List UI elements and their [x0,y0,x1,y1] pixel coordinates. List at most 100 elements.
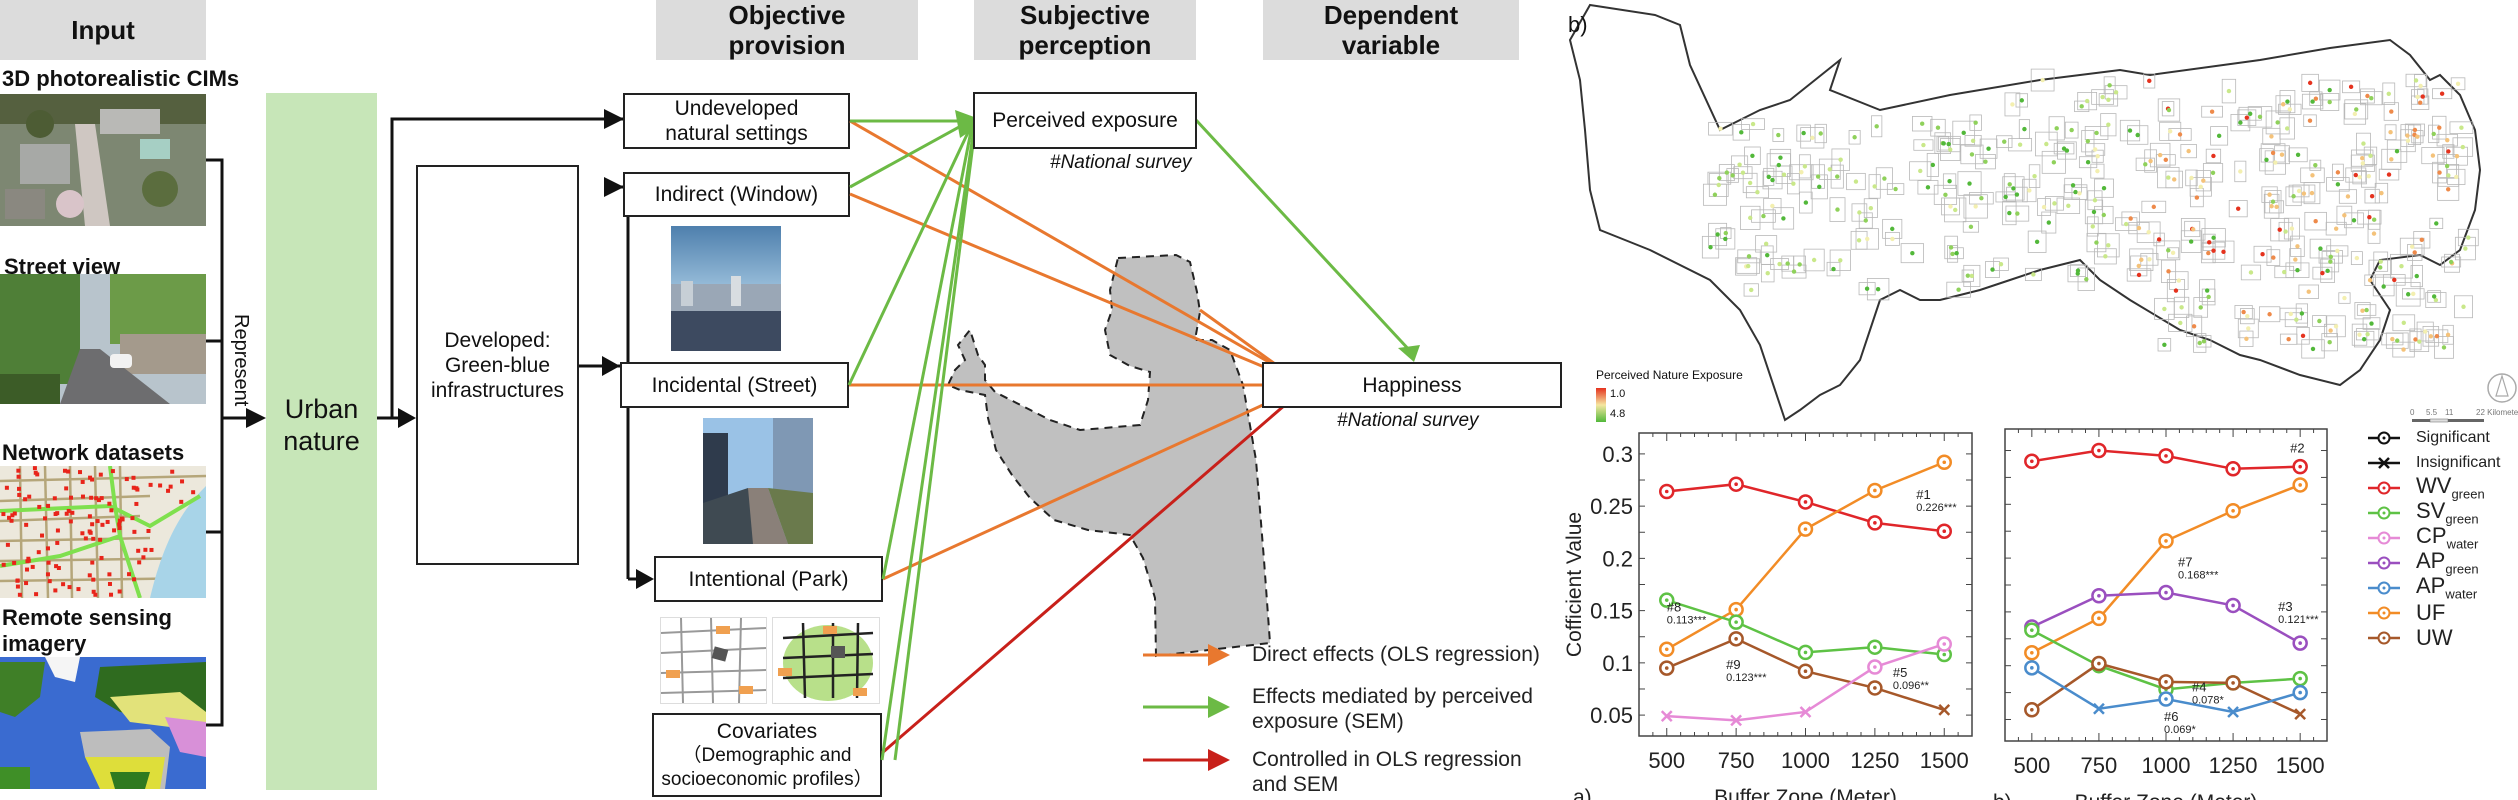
map-dot [1969,152,1975,157]
network-dot [67,585,72,590]
map-cell [1940,138,1961,161]
map-legend-high: 1.0 [1610,388,1626,400]
legend-controlled-label: Controlled in OLS regression and SEM [1252,748,1522,796]
map-dot [2162,342,2167,347]
map-cell [2262,127,2281,145]
significant-marker-icon [2368,531,2400,544]
map-cell [2264,190,2282,214]
map-cell [2239,330,2254,347]
map-cell [2288,184,2310,198]
network-dot [45,572,50,577]
header-objective: Objective provision [656,0,918,60]
map-cell [2096,233,2120,258]
map-cell [1708,121,1733,136]
map-dot [2463,246,2468,251]
map-dot [1835,207,1840,212]
map-cell [2354,330,2375,348]
map-dot [1801,130,1806,136]
map-dot [1973,204,1978,209]
map-dot [2113,90,2119,95]
map-cell [2077,267,2095,291]
map-dot [2287,107,2293,112]
map-dot [2309,190,2315,196]
network-dot [15,578,20,583]
map-dot [2136,225,2142,231]
map-dot [2280,102,2286,107]
map-cell [2356,304,2377,316]
map-cell [2301,73,2319,92]
map-dot [2401,320,2406,325]
data-point-insignificant [1938,703,1951,716]
map-dot [1723,230,1728,236]
map-dot [2318,246,2323,251]
map-dot [2405,133,2410,138]
map-dot [2211,248,2216,253]
map-cell [1996,135,2013,149]
map-dot [1802,164,1808,169]
map-cell [2296,327,2310,345]
map-cell [1851,203,1868,222]
person-silhouette [946,253,1272,658]
map-dot [1954,251,1959,256]
map-dot [2094,240,2099,245]
urban-nature-label: Urban nature [283,394,360,456]
map-cell [2437,177,2460,201]
map-dot [2333,324,2339,329]
map-dot [2351,218,2357,223]
map-cell [2381,148,2402,170]
network-dot [109,592,114,597]
map-dot [1865,236,1870,242]
network-dot [124,477,129,482]
data-point-center [1873,645,1877,649]
map-dot [1946,141,1951,147]
map-dot [2147,257,2152,262]
map-dot [1746,254,1752,259]
map-dot [2461,304,2466,309]
perceived-source: #National survey [1050,152,1192,173]
network-dot [45,546,50,551]
network-dot [127,572,132,577]
y-tick-label: 0.15 [1590,599,1633,624]
map-dot [2434,334,2440,339]
map-dot [2420,94,2425,99]
map-dot [2466,235,2471,240]
map-cell [2344,99,2369,120]
map-dot [2413,337,2418,342]
series-SVgreen [1659,592,1952,663]
map-cell [2301,93,2324,110]
map-cell [2362,317,2381,330]
annotation-id: #6 [2164,709,2178,724]
map-cell [1993,257,2009,271]
network-dot [15,584,20,589]
map-cell [2344,212,2364,229]
map-dot [2291,194,2296,199]
map-cell [2312,266,2333,280]
map-cell [2030,68,2055,92]
map-dot [2369,193,2375,199]
map-cell [2312,315,2327,327]
map-dot [2357,175,2362,180]
map-dot [2354,107,2359,112]
data-point-center [1942,642,1947,646]
map-cell [2384,124,2397,141]
incidental-street-box: Incidental (Street) [620,362,849,408]
map-dot [1781,216,1786,221]
series-line [2031,483,2301,654]
map-dot [2061,146,2067,151]
map-cell [1760,245,1774,265]
legend-row: UW [2366,625,2518,650]
map-cell [1796,124,1811,142]
map-dot [2367,215,2372,220]
network-dot [68,519,73,524]
map-dot [2198,305,2203,310]
map-dot [2011,186,2016,191]
map-dot [2446,149,2451,154]
map-dot [1950,251,1955,257]
map-dot [2226,88,2232,94]
map-dot [2031,272,2036,277]
map-dot [2245,313,2250,319]
network-dot [137,560,142,565]
data-point-center [1803,527,1808,531]
network-dot [4,485,9,490]
network-dot [55,540,60,545]
